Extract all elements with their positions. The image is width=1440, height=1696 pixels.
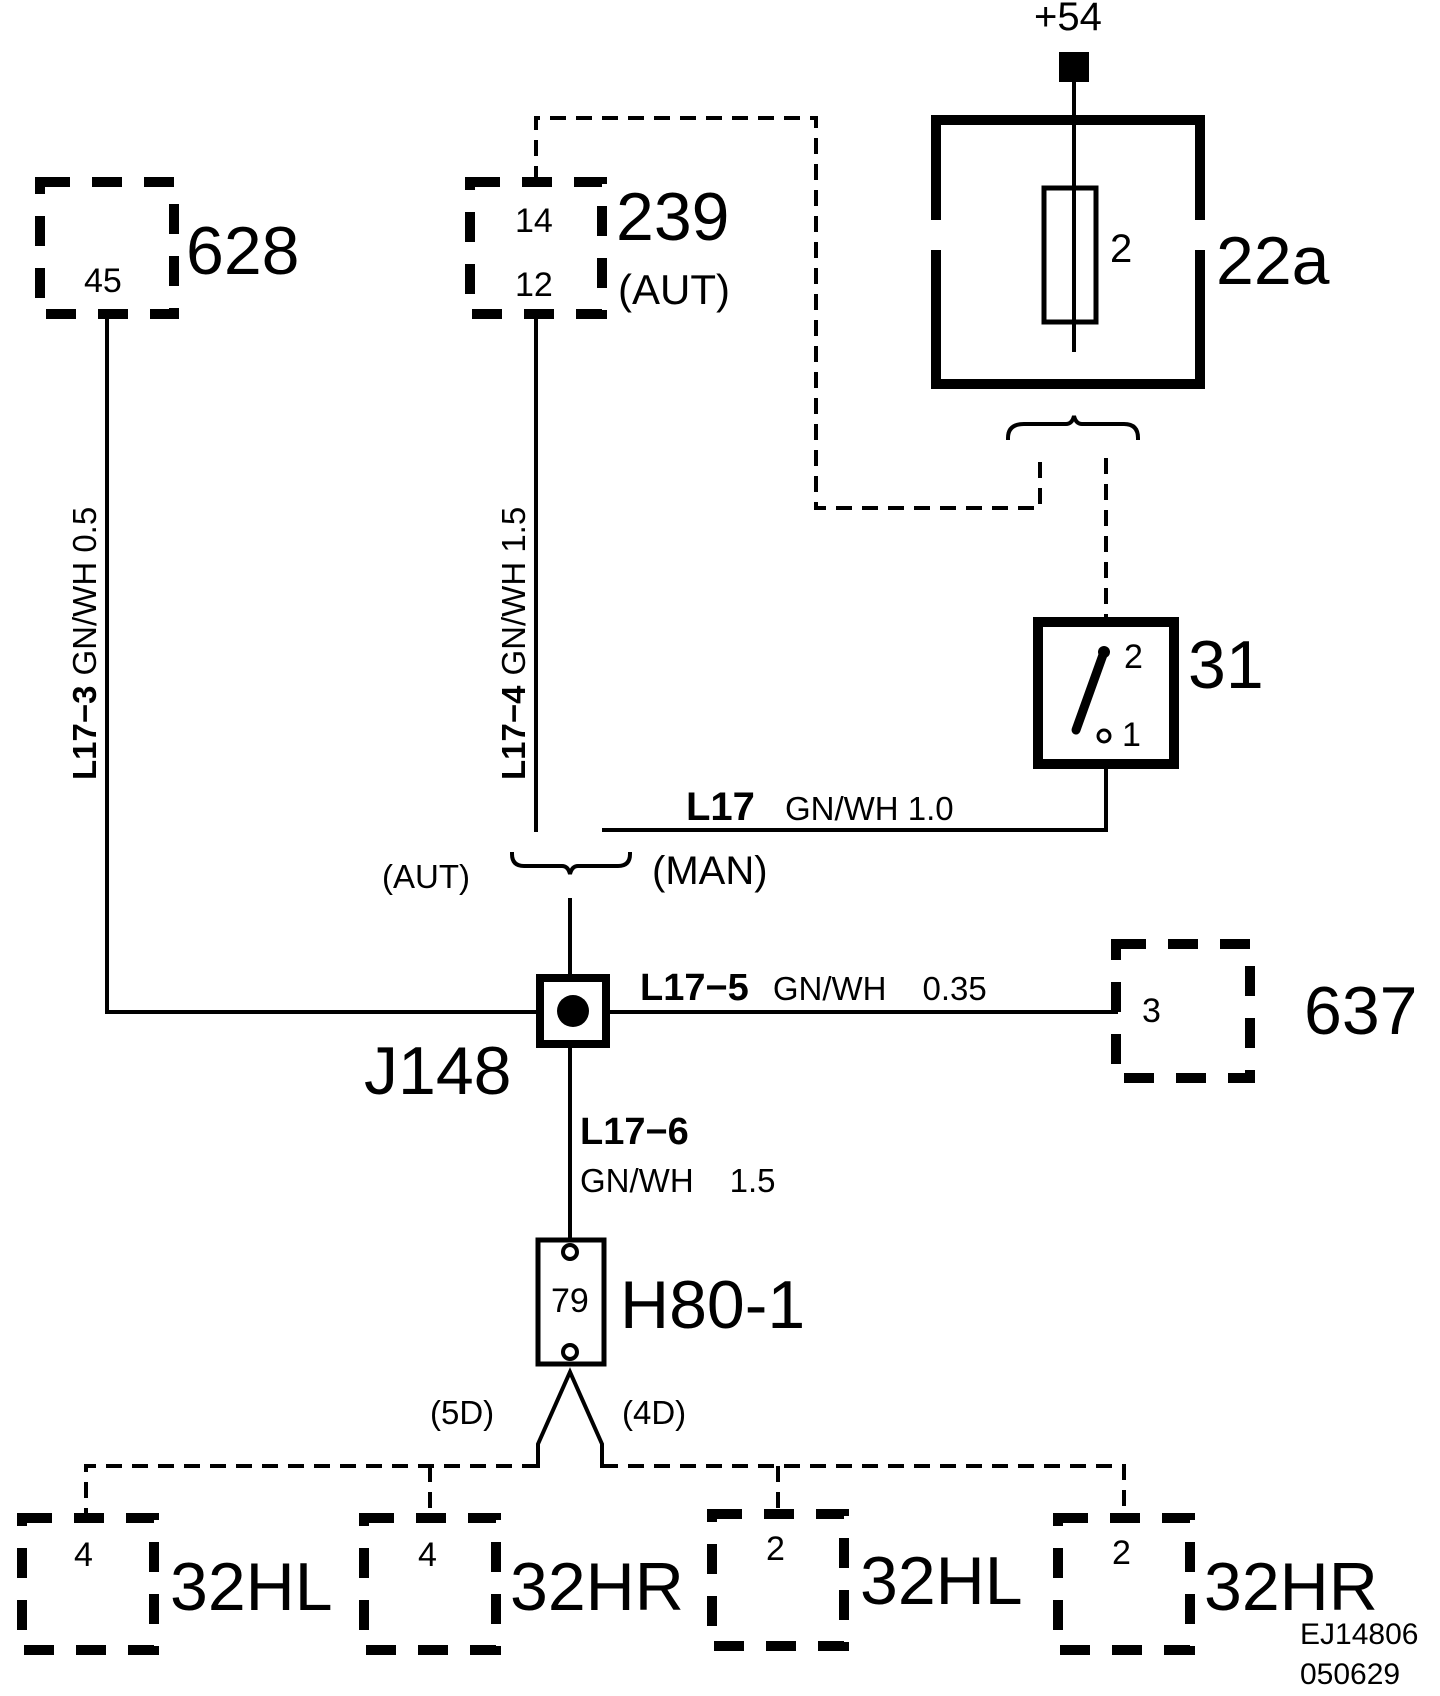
lamp-32hr-4d-outline: [1053, 1513, 1195, 1655]
lamp-32hl-5d[interactable]: 4 32HL: [17, 1513, 333, 1655]
supply-label: +54: [1034, 0, 1102, 39]
wire-l17-5-id: L17−5: [640, 967, 749, 1009]
wire-l17-4-spec: GN/WH 1.5: [495, 507, 532, 676]
switch-31-lever: [1071, 647, 1109, 735]
lamp-32hr-4d-label: 32HR: [1204, 1549, 1378, 1625]
switch-31-pivot: [1098, 646, 1110, 658]
wire-l17-3-label: L17−3 GN/WH 0.5: [66, 507, 103, 780]
switch-31-pin-bottom: 1: [1122, 716, 1141, 754]
lamp-32hr-5d[interactable]: 4 32HR: [359, 1513, 684, 1655]
connector-239-pin-top: 14: [515, 202, 553, 240]
wire-l17-6-spec-text: GN/WH: [580, 1162, 694, 1199]
lamp-32hl-5d-outline: [17, 1513, 159, 1655]
variant-4d-label: (4D): [622, 1394, 686, 1431]
variant-split-5d-4d: [536, 1367, 604, 1468]
component-637-label: 637: [1304, 973, 1417, 1049]
component-239-label: 239: [616, 179, 729, 255]
lamp-32hr-5d-outline: [359, 1513, 501, 1655]
dashed-wire-239-to-fuse: [534, 116, 1042, 510]
lamp-32hr-4d-pin: 2: [1112, 1534, 1131, 1572]
lamp-32hl-4d[interactable]: 2 32HL: [707, 1509, 1023, 1651]
wire-l17-6-id: L17−6: [580, 1111, 689, 1153]
connector-h80-1-pin: 79: [551, 1282, 589, 1320]
connector-h80-1-pin-out: [561, 1343, 579, 1361]
dashed-wire-5d-left: [84, 1464, 538, 1518]
fuse-box-label: 22a: [1216, 223, 1330, 299]
reference-code: EJ14806: [1300, 1618, 1418, 1651]
wire-l17-4-id: L17−4: [495, 685, 532, 780]
connector-h80-1[interactable]: 79 H80-1: [535, 1237, 805, 1367]
lamp-32hr-4d[interactable]: 2 32HR: [1053, 1513, 1378, 1655]
wire-l17-spec: GN/WH 1.0: [785, 790, 954, 827]
fuse-element: [1041, 185, 1099, 325]
switch-31-label: 31: [1188, 627, 1264, 703]
component-628[interactable]: 45 628: [35, 177, 299, 319]
wire-l17-5-label: L17−5 GN/WH 0.35: [640, 967, 987, 1009]
supply-terminal[interactable]: +54: [1034, 0, 1102, 82]
component-239-note: (AUT): [618, 266, 730, 313]
wire-l17-id: L17: [686, 785, 755, 829]
fuse-number: 2: [1110, 227, 1132, 271]
switch-31-contact: [1096, 728, 1112, 744]
connector-637-pin: 3: [1142, 992, 1161, 1030]
component-628-label: 628: [186, 213, 299, 289]
connector-637-outline: [1111, 939, 1255, 1083]
component-637[interactable]: 3 637: [1111, 939, 1417, 1083]
splice-j148-label: J148: [364, 1033, 511, 1109]
lamp-32hl-4d-outline: [707, 1509, 849, 1651]
dashed-wire-4d-right: [602, 1464, 1126, 1518]
connector-239-pin-bottom: 12: [515, 266, 553, 304]
lamp-32hl-5d-label: 32HL: [170, 1549, 333, 1625]
fuse-output-brace: [1005, 415, 1141, 441]
splice-j148-node: [557, 995, 589, 1027]
wire-l17[interactable]: [602, 762, 1108, 832]
lamp-32hl-4d-label: 32HL: [860, 1543, 1023, 1619]
lamp-32hl-5d-pin: 4: [74, 1536, 93, 1574]
lamp-32hr-5d-pin: 4: [418, 1536, 437, 1574]
fuse-box-22a[interactable]: 2 22a: [931, 80, 1330, 389]
component-239[interactable]: 14 12 239 (AUT): [465, 177, 730, 319]
fuse-box-outline: [931, 115, 1205, 389]
variant-man-label: (MAN): [652, 849, 768, 893]
connector-628-pin: 45: [84, 262, 122, 300]
wire-l17-5-size: 0.35: [922, 970, 986, 1007]
switch-31[interactable]: 2 1 31: [1033, 617, 1264, 769]
lamp-32hr-5d-label: 32HR: [510, 1549, 684, 1625]
wire-l17-3[interactable]: [105, 312, 542, 1014]
reference-date: 050629: [1300, 1658, 1400, 1691]
connector-h80-1-label: H80-1: [620, 1267, 805, 1343]
wire-l17-label: L17 GN/WH 1.0: [686, 785, 954, 829]
wire-l17-5-spec: GN/WH: [773, 970, 887, 1007]
aut-man-brace: [509, 851, 633, 875]
connector-h80-1-pin-in: [561, 1243, 579, 1261]
variant-5d-label: (5D): [430, 1394, 494, 1431]
wire-l17-4-label: L17−4 GN/WH 1.5: [495, 507, 532, 780]
wire-l17-3-spec: GN/WH 0.5: [66, 507, 103, 676]
variant-aut-label: (AUT): [382, 858, 470, 895]
wire-l17-3-id: L17−3: [66, 686, 103, 781]
wire-l17-6-spec: GN/WH 1.5: [580, 1162, 776, 1199]
switch-31-pin-top: 2: [1124, 638, 1143, 676]
wire-l17-6-size: 1.5: [730, 1162, 776, 1199]
supply-terminal-square: [1059, 52, 1089, 82]
lamp-32hl-4d-pin: 2: [766, 1530, 785, 1568]
splice-j148[interactable]: J148: [364, 974, 610, 1109]
